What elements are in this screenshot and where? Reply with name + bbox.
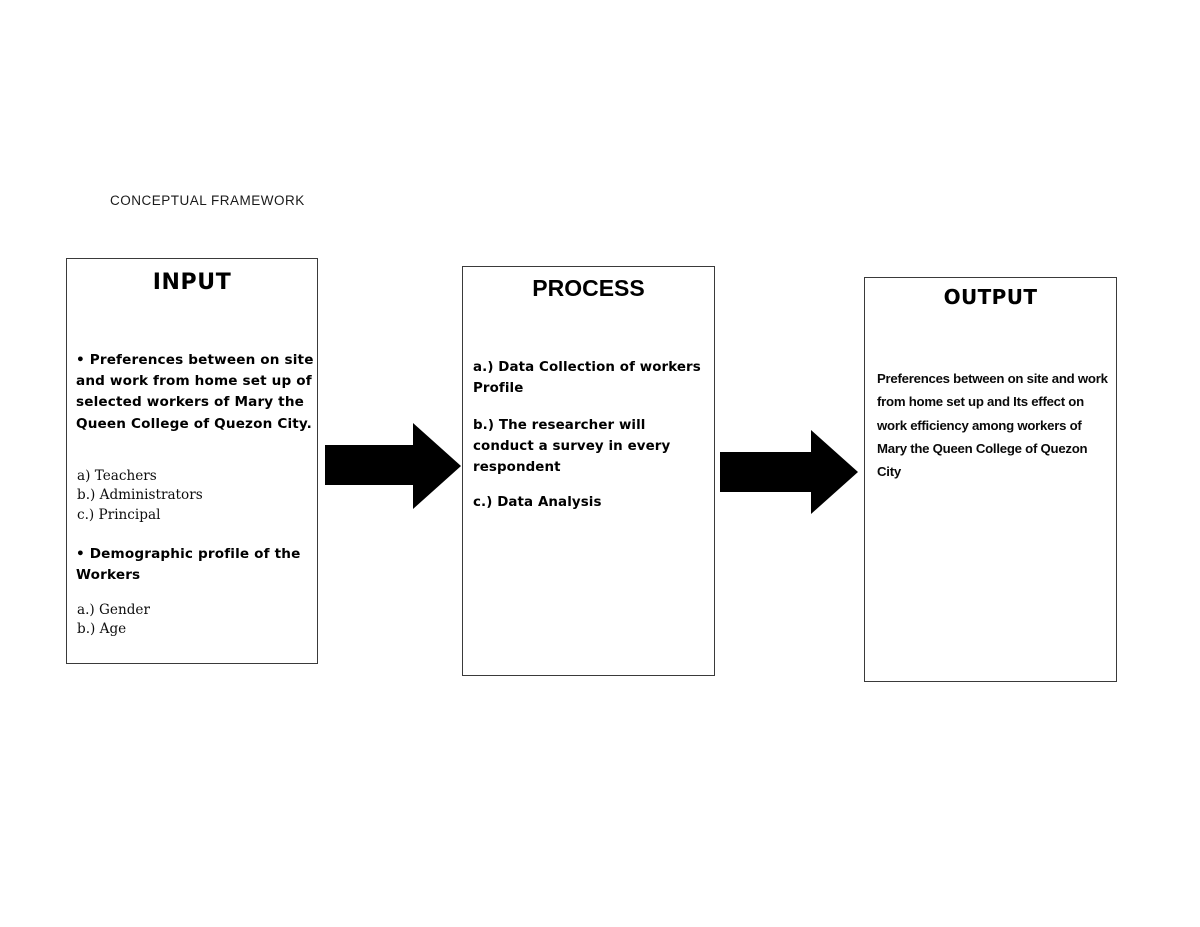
process-step-b: b.) The researcher will conduct a survey… (473, 418, 671, 475)
input-sublist-respondents: a) Teachers b.) Administrators c.) Princ… (77, 467, 307, 525)
process-box-title: PROCESS (532, 275, 645, 301)
input-sublist-demographics: a.) Gender b.) Age (77, 601, 307, 640)
list-item: c.) Principal (77, 506, 161, 523)
process-box: PROCESS a.) Data Collection of workers P… (462, 266, 715, 676)
input-bullet-primary: • Preferences between on site and work f… (76, 352, 314, 432)
output-box-title: OUTPUT (943, 285, 1038, 309)
right-block-arrow-icon (325, 423, 461, 509)
list-item: a.) Gender (77, 602, 150, 618)
list-item: a) Teachers (77, 468, 157, 484)
input-box-title: INPUT (152, 270, 232, 295)
input-bullet-secondary: • Demographic profile of the Workers (76, 546, 301, 584)
page-title: CONCEPTUAL FRAMEWORK (110, 193, 305, 208)
process-step-a: a.) Data Collection of workers Profile (473, 360, 701, 396)
output-box: OUTPUT Preferences between on site and w… (864, 277, 1117, 682)
list-item: b.) Administrators (77, 487, 203, 504)
input-box: INPUT • Preferences between on site and … (66, 258, 318, 664)
process-step-c: c.) Data Analysis (473, 495, 602, 510)
list-item: b.) Age (77, 621, 127, 638)
right-block-arrow-icon (720, 430, 858, 514)
output-body-text: Preferences between on site and work fro… (877, 371, 1108, 480)
